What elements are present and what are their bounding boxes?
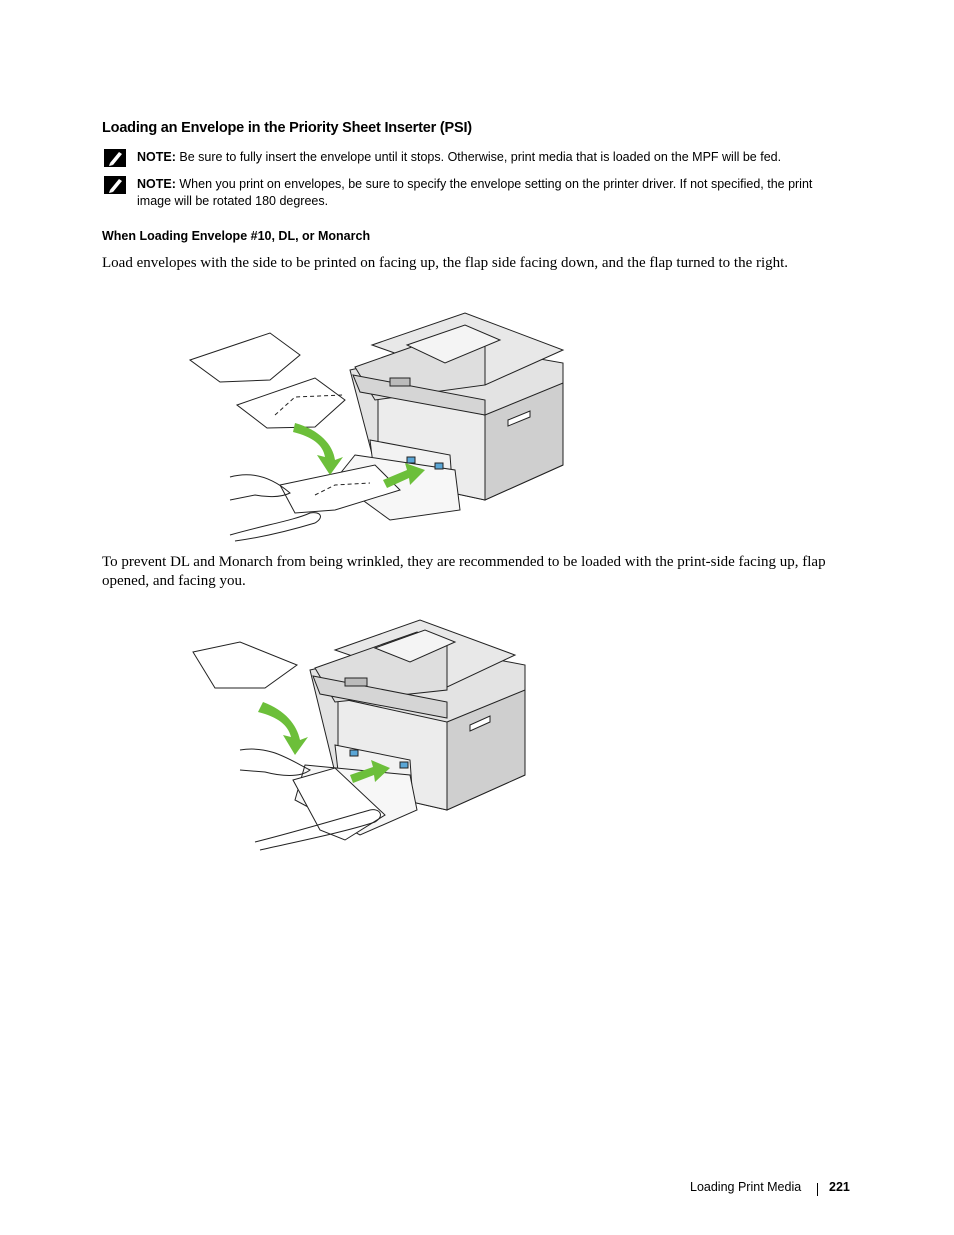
section-title: Loading an Envelope in the Priority Shee… [102,120,472,136]
note-1: NOTE: Be sure to fully insert the envelo… [104,149,834,167]
page-number: 221 [829,1180,850,1194]
subsection-title: When Loading Envelope #10, DL, or Monarc… [102,229,371,243]
printer-envelope-illustration-2 [192,619,526,851]
note-label: NOTE: [137,150,176,164]
footer-chapter-label: Loading Print Media [690,1180,802,1194]
paragraph-load-envelopes: Load envelopes with the side to be print… [102,255,789,271]
pencil-note-icon [104,149,126,167]
footer-separator [817,1183,818,1196]
printer-envelope-illustration-1 [188,312,565,542]
paragraph-prevent-wrinkle: To prevent DL and Monarch from being wri… [102,554,826,589]
note-text: When you print on envelopes, be sure to … [137,177,813,208]
note-label: NOTE: [137,177,176,191]
note-text: Be sure to fully insert the envelope unt… [179,150,782,164]
note-2: NOTE: When you print on envelopes, be su… [104,176,834,210]
pencil-note-icon [104,176,126,194]
